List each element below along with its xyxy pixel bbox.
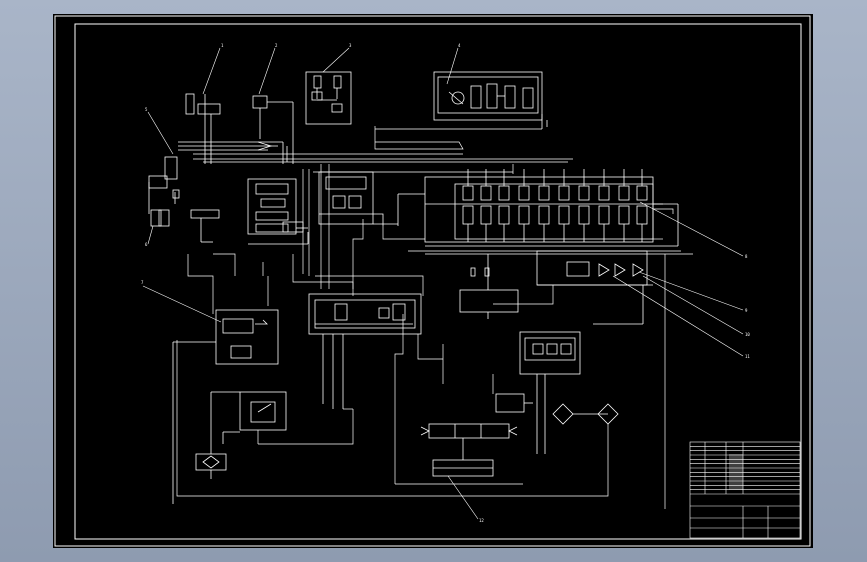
left-middle-valve-block [247,178,309,245]
manifold-valve-column [618,169,630,242]
bottom-directional-valve [395,423,523,485]
hydraulic-schematic: 1 2 3 4 5 6 7 8 9 10 11 12 [54,15,811,547]
callout-label-4: 4 [458,43,461,48]
callout-label-2: 2 [275,43,278,48]
relief-valve [222,391,287,444]
callout-label-10: 10 [745,332,750,337]
manifold-valve-column [558,169,570,242]
outer-frame [54,15,811,547]
callout-labels: 1 2 3 4 5 6 7 8 9 10 11 12 [141,43,750,523]
callout-label-8: 8 [745,254,748,259]
callout-label-1: 1 [221,43,224,48]
manifold-valve-column-group [462,169,648,242]
main-supply-lines [193,126,573,276]
right-check-valve-group [536,250,653,325]
center-solenoid-block [318,171,425,226]
reservoir-box [459,254,519,319]
accumulator-box [495,393,533,413]
callout-label-9: 9 [745,308,748,313]
bottom-left-filter [195,391,240,479]
manifold-valve-column [480,169,492,242]
manifold-valve-column [598,169,610,242]
callout-label-5: 5 [145,107,148,112]
top-pressure-block [305,71,352,125]
callout-label-7: 7 [141,280,144,285]
top-right-valve-group [375,71,548,130]
manifold-valve-column [636,169,648,242]
leader-lines [142,47,744,520]
manifold-valve-column [538,169,550,242]
callout-label-12: 12 [479,518,484,523]
cad-viewport[interactable]: 1 2 3 4 5 6 7 8 9 10 11 12 [53,14,813,548]
center-pump-block [308,293,422,409]
manifold-valve-column [498,169,510,242]
callout-label-3: 3 [349,43,352,48]
left-flow-control-block [172,309,279,504]
manifold-valve-column [462,169,474,242]
manifold-valve-column [518,169,530,242]
manifold-valve-column [578,169,590,242]
title-block [689,441,801,539]
inner-frame [74,23,802,540]
main-valve-manifold [408,176,693,255]
connecting-pipes [176,164,674,509]
callout-label-11: 11 [745,354,750,359]
right-pump-block [519,331,619,454]
top-left-valve-group [178,93,294,164]
left-pressure-switch [148,156,220,243]
callout-label-6: 6 [145,242,148,247]
